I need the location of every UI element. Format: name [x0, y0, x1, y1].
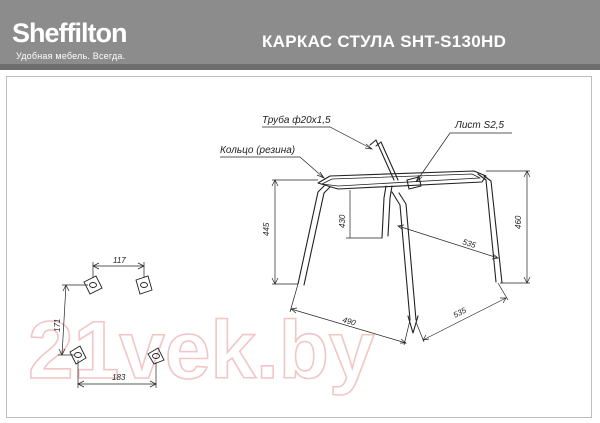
leg-rear	[381, 185, 387, 239]
sheet-label: Лист S2,5	[454, 120, 505, 131]
header-bar: Sheffilton Удобная мебель. Всегда. КАРКА…	[0, 0, 600, 70]
dimension-lines	[271, 170, 531, 346]
ring-label: Кольцо (резина)	[220, 145, 295, 156]
ring-leader	[220, 156, 325, 179]
dim-plate-top: 117	[113, 256, 126, 265]
leg-left-inner	[303, 186, 331, 286]
mount-plate	[406, 176, 422, 190]
ring-loop	[317, 170, 487, 190]
product-title: КАРКАС СТУЛА SHT-S130HD	[262, 32, 507, 51]
ring-inner	[321, 173, 481, 187]
brand-logo: Sheffilton	[12, 18, 127, 48]
dim-plate-bottom: 183	[112, 373, 126, 382]
foot-bottom-left	[69, 345, 87, 365]
foot-layout-detail	[58, 262, 165, 388]
tube-label: Труба ф20х1,5	[262, 114, 331, 126]
leg-front-inner	[398, 192, 417, 321]
leg-front	[391, 191, 411, 321]
dim-leg-height-right: 460	[514, 215, 523, 229]
dim-base-right: 535	[452, 305, 468, 319]
foot-top-left	[83, 275, 103, 295]
tube-leader	[262, 126, 373, 150]
dim-plate-side: 171	[53, 319, 62, 332]
leg-right	[477, 173, 497, 283]
back-tube	[369, 139, 395, 181]
foot-top-right	[135, 275, 153, 295]
sheet-leader	[415, 132, 512, 183]
dim-base-left: 490	[341, 315, 357, 327]
foot-bottom-right	[147, 347, 165, 365]
dim-center-height: 430	[338, 214, 347, 228]
back-tube-inner	[375, 141, 399, 181]
watermark-text: 21vek.by	[28, 305, 375, 396]
dim-diagonal: 535	[461, 237, 477, 250]
drawing-frame	[6, 76, 592, 418]
leg-right-inner	[483, 175, 503, 284]
brand-tagline: Удобная мебель. Всегда.	[16, 51, 126, 61]
dim-leg-height-left: 445	[262, 222, 271, 236]
header-underline	[0, 64, 600, 70]
chair-frame	[297, 139, 503, 334]
leg-rear-inner	[387, 185, 393, 237]
callout-leaders	[220, 126, 512, 183]
leg-left	[297, 185, 325, 285]
